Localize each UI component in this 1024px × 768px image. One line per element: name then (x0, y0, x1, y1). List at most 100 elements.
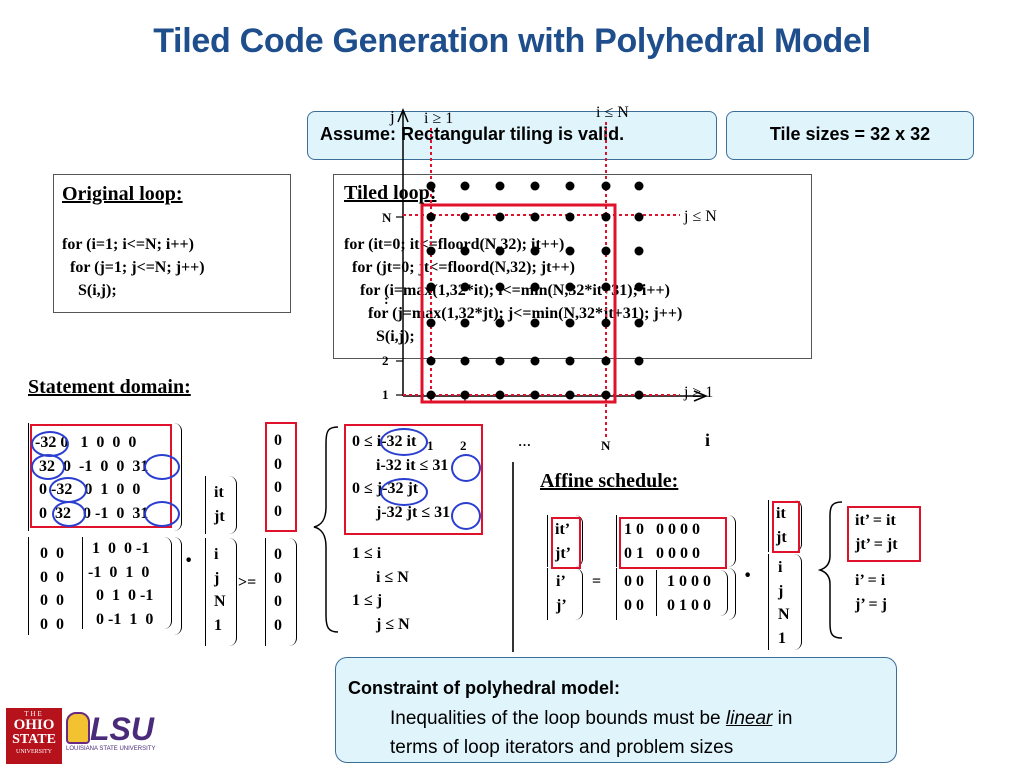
i-axis-arrow (693, 390, 708, 402)
iteration-point (495, 181, 505, 191)
affine-lhs-bottom-bracket (547, 568, 583, 620)
osu-logo-state: STATE (12, 732, 56, 747)
iteration-point (530, 282, 540, 292)
iteration-point (601, 212, 611, 222)
domain-lower-right-bracket (82, 537, 172, 629)
iteration-point (426, 181, 436, 191)
circle-i3 (380, 478, 428, 506)
j-axis-arrow (397, 108, 409, 123)
affine-result-bottom: i’ = i j’ = j (855, 572, 887, 613)
constraint-line1-post: in (772, 708, 793, 729)
affine-vector-bottom: i j N 1 (778, 559, 790, 647)
iteration-point (565, 181, 575, 191)
y-tick-label-2: 2 (382, 353, 389, 368)
tile-rectangle (420, 203, 617, 404)
label-j-le-N: j ≤ N (683, 208, 717, 225)
domain-zeros-top-box (265, 422, 297, 532)
iteration-point (565, 282, 575, 292)
assume-box: Assume: Rectangular tiling is valid. (307, 111, 717, 160)
osu-logo-the: THE (24, 710, 44, 718)
tile-sizes-text: Tile sizes = 32 x 32 (769, 124, 931, 144)
iteration-point (565, 212, 575, 222)
domain-ineq-top-box (344, 424, 483, 535)
domain-curly-brace (313, 426, 339, 633)
domain-matrix-top-bracket (28, 423, 182, 531)
iteration-point (530, 390, 540, 400)
x-tick-label-N: N (601, 438, 611, 453)
iteration-point (426, 282, 436, 292)
iteration-point (495, 212, 505, 222)
affine-matrix-top-bracket (616, 515, 736, 567)
y-tick-label-1: 1 (382, 387, 389, 402)
original-loop-box: Original loop: for (i=1; i<=N; i++) for … (53, 174, 291, 313)
affine-schedule-heading: Affine schedule: (540, 470, 679, 492)
iteration-point (601, 390, 611, 400)
iteration-point (495, 318, 505, 328)
assume-text: Assume: Rectangular tiling is valid. (320, 124, 625, 144)
osu-seal-icon (66, 712, 90, 744)
affine-matrix-top: 1 0 0 0 0 0 0 1 0 0 0 0 (624, 521, 700, 562)
page-title: Tiled Code Generation with Polyhedral Mo… (153, 22, 871, 60)
iteration-point (495, 356, 505, 366)
iteration-point (634, 390, 644, 400)
constraint-line2: terms of loop iterators and problem size… (390, 737, 734, 758)
iteration-point (601, 246, 611, 256)
x-tick-label-1: 1 (427, 438, 434, 453)
affine-vector-top-box (772, 501, 800, 553)
circle-m2 (31, 454, 65, 480)
domain-lower-left: 0 0 0 0 0 0 0 0 (40, 545, 64, 633)
iteration-point (495, 282, 505, 292)
iteration-point (634, 181, 644, 191)
domain-zeros-bottom: 0 0 0 0 (274, 546, 282, 634)
label-i-ge-1: i ≥ 1 (424, 110, 453, 127)
constraint-heading: Constraint of polyhedral model: (348, 678, 621, 698)
circle-m5 (144, 454, 180, 480)
affine-vector-top-bracket (768, 500, 802, 552)
iteration-point (426, 318, 436, 328)
iteration-point (460, 356, 470, 366)
label-j-ge-1: j ≥ 1 (683, 384, 713, 401)
iteration-point (495, 390, 505, 400)
affine-curly-brace (818, 501, 843, 639)
domain-geq: >= (238, 574, 257, 591)
affine-result-top-box (847, 506, 921, 562)
iteration-point (601, 356, 611, 366)
i-axis-label: i (705, 430, 710, 450)
iteration-point (565, 246, 575, 256)
iteration-point (460, 390, 470, 400)
iteration-point (530, 181, 540, 191)
affine-matrix-bottom-right-bracket (656, 570, 728, 616)
circle-m6 (144, 501, 180, 527)
iteration-point (426, 246, 436, 256)
iteration-point (634, 212, 644, 222)
constraint-line1: Inequalities of the loop bounds must be … (390, 708, 792, 730)
iteration-point (530, 318, 540, 328)
domain-vector-bottom-bracket (205, 538, 237, 646)
circle-m4 (52, 501, 86, 527)
original-loop-heading: Original loop: (62, 183, 183, 205)
iteration-point (530, 246, 540, 256)
iteration-point (426, 212, 436, 222)
domain-lower-right: 1 0 0 -1 -1 0 1 0 0 1 0 -1 0 -1 1 0 (88, 540, 154, 628)
section-divider (512, 462, 514, 652)
lsu-logo: LSU (90, 711, 154, 747)
iteration-point (530, 212, 540, 222)
label-i-le-N: i ≤ N (596, 104, 629, 121)
iteration-point (565, 356, 575, 366)
iteration-point (530, 356, 540, 366)
x-tick-label-2: 2 (460, 438, 467, 453)
domain-dot: · (184, 545, 194, 576)
circle-i1 (380, 428, 428, 456)
constraint-line1-pre: Inequalities of the loop bounds must be (390, 708, 726, 729)
constraint-box: Constraint of polyhedral model: Inequali… (335, 657, 897, 763)
iteration-point (495, 246, 505, 256)
lsu-logo-subtitle: LOUISIANA STATE UNIVERSITY (66, 746, 156, 752)
iteration-points (426, 181, 644, 400)
iteration-point (426, 390, 436, 400)
statement-domain-heading: Statement domain: (28, 376, 191, 398)
iteration-point (460, 282, 470, 292)
domain-vector-top-bracket (205, 476, 237, 534)
domain-matrix-bottom-bracket (28, 537, 182, 635)
constraint-line1-em: linear (725, 708, 773, 729)
